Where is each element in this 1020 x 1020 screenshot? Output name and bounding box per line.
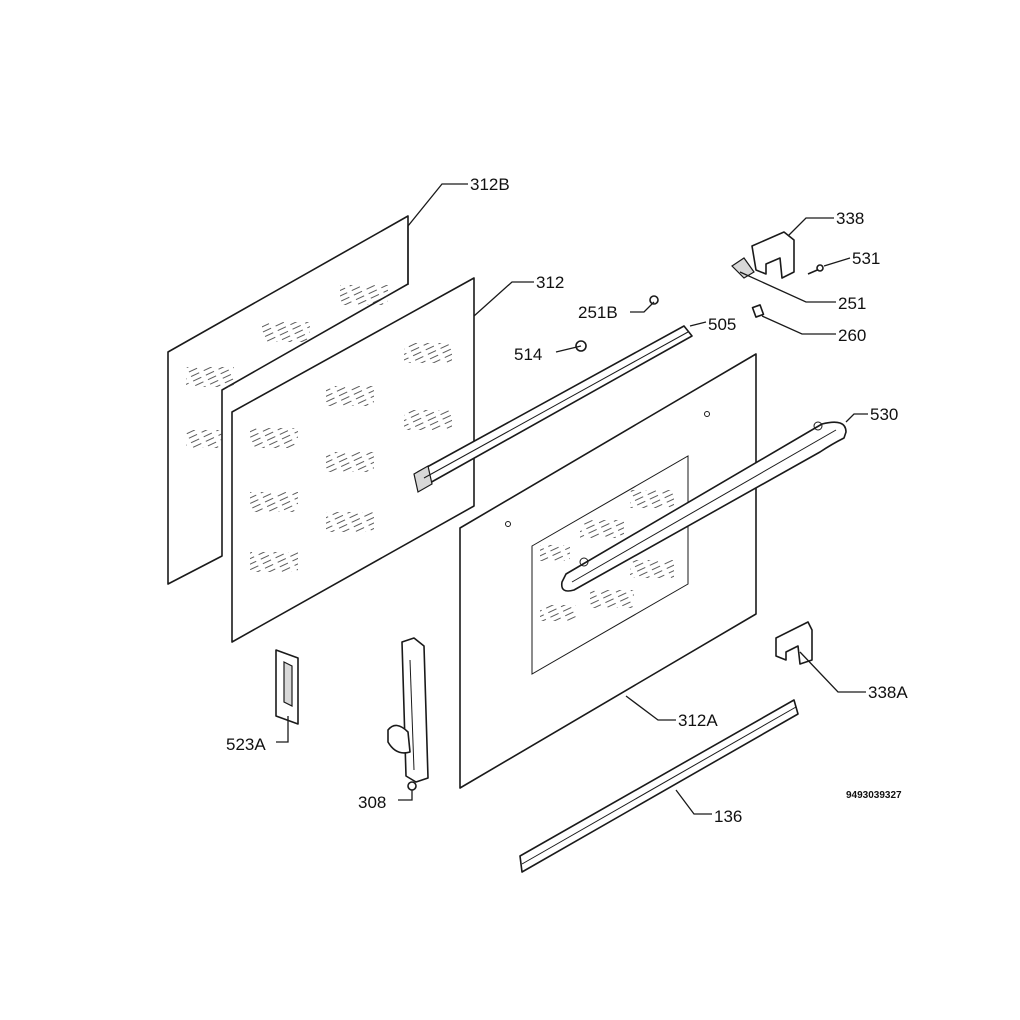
hinge-cover-338a [775, 621, 813, 665]
clip-260 [751, 304, 765, 318]
nut-251b [649, 295, 659, 305]
label-514: 514 [514, 345, 542, 364]
label-531: 531 [852, 249, 880, 268]
door-handle-530 [560, 421, 847, 592]
screw-531 [807, 264, 824, 275]
bracket-523a [275, 649, 299, 725]
label-338a: 338A [868, 683, 908, 702]
top-profile-505 [413, 325, 693, 493]
label-505: 505 [708, 315, 736, 334]
hinge-308 [387, 637, 429, 791]
label-260: 260 [838, 326, 866, 345]
reference-number: 9493039327 [846, 790, 902, 801]
label-530: 530 [870, 405, 898, 424]
label-251: 251 [838, 294, 866, 313]
label-312a: 312A [678, 711, 718, 730]
bottom-profile-136 [519, 699, 799, 873]
label-338: 338 [836, 209, 864, 228]
label-312b: 312B [470, 175, 510, 194]
label-312: 312 [536, 273, 564, 292]
hinge-cover-338 [731, 231, 795, 279]
label-308: 308 [358, 793, 386, 812]
leader-lines [276, 183, 868, 815]
label-136: 136 [714, 807, 742, 826]
label-523a: 523A [226, 735, 266, 754]
label-251b: 251B [578, 303, 618, 322]
glass-panel-312 [231, 277, 475, 643]
glass-panel-312b [167, 215, 409, 585]
